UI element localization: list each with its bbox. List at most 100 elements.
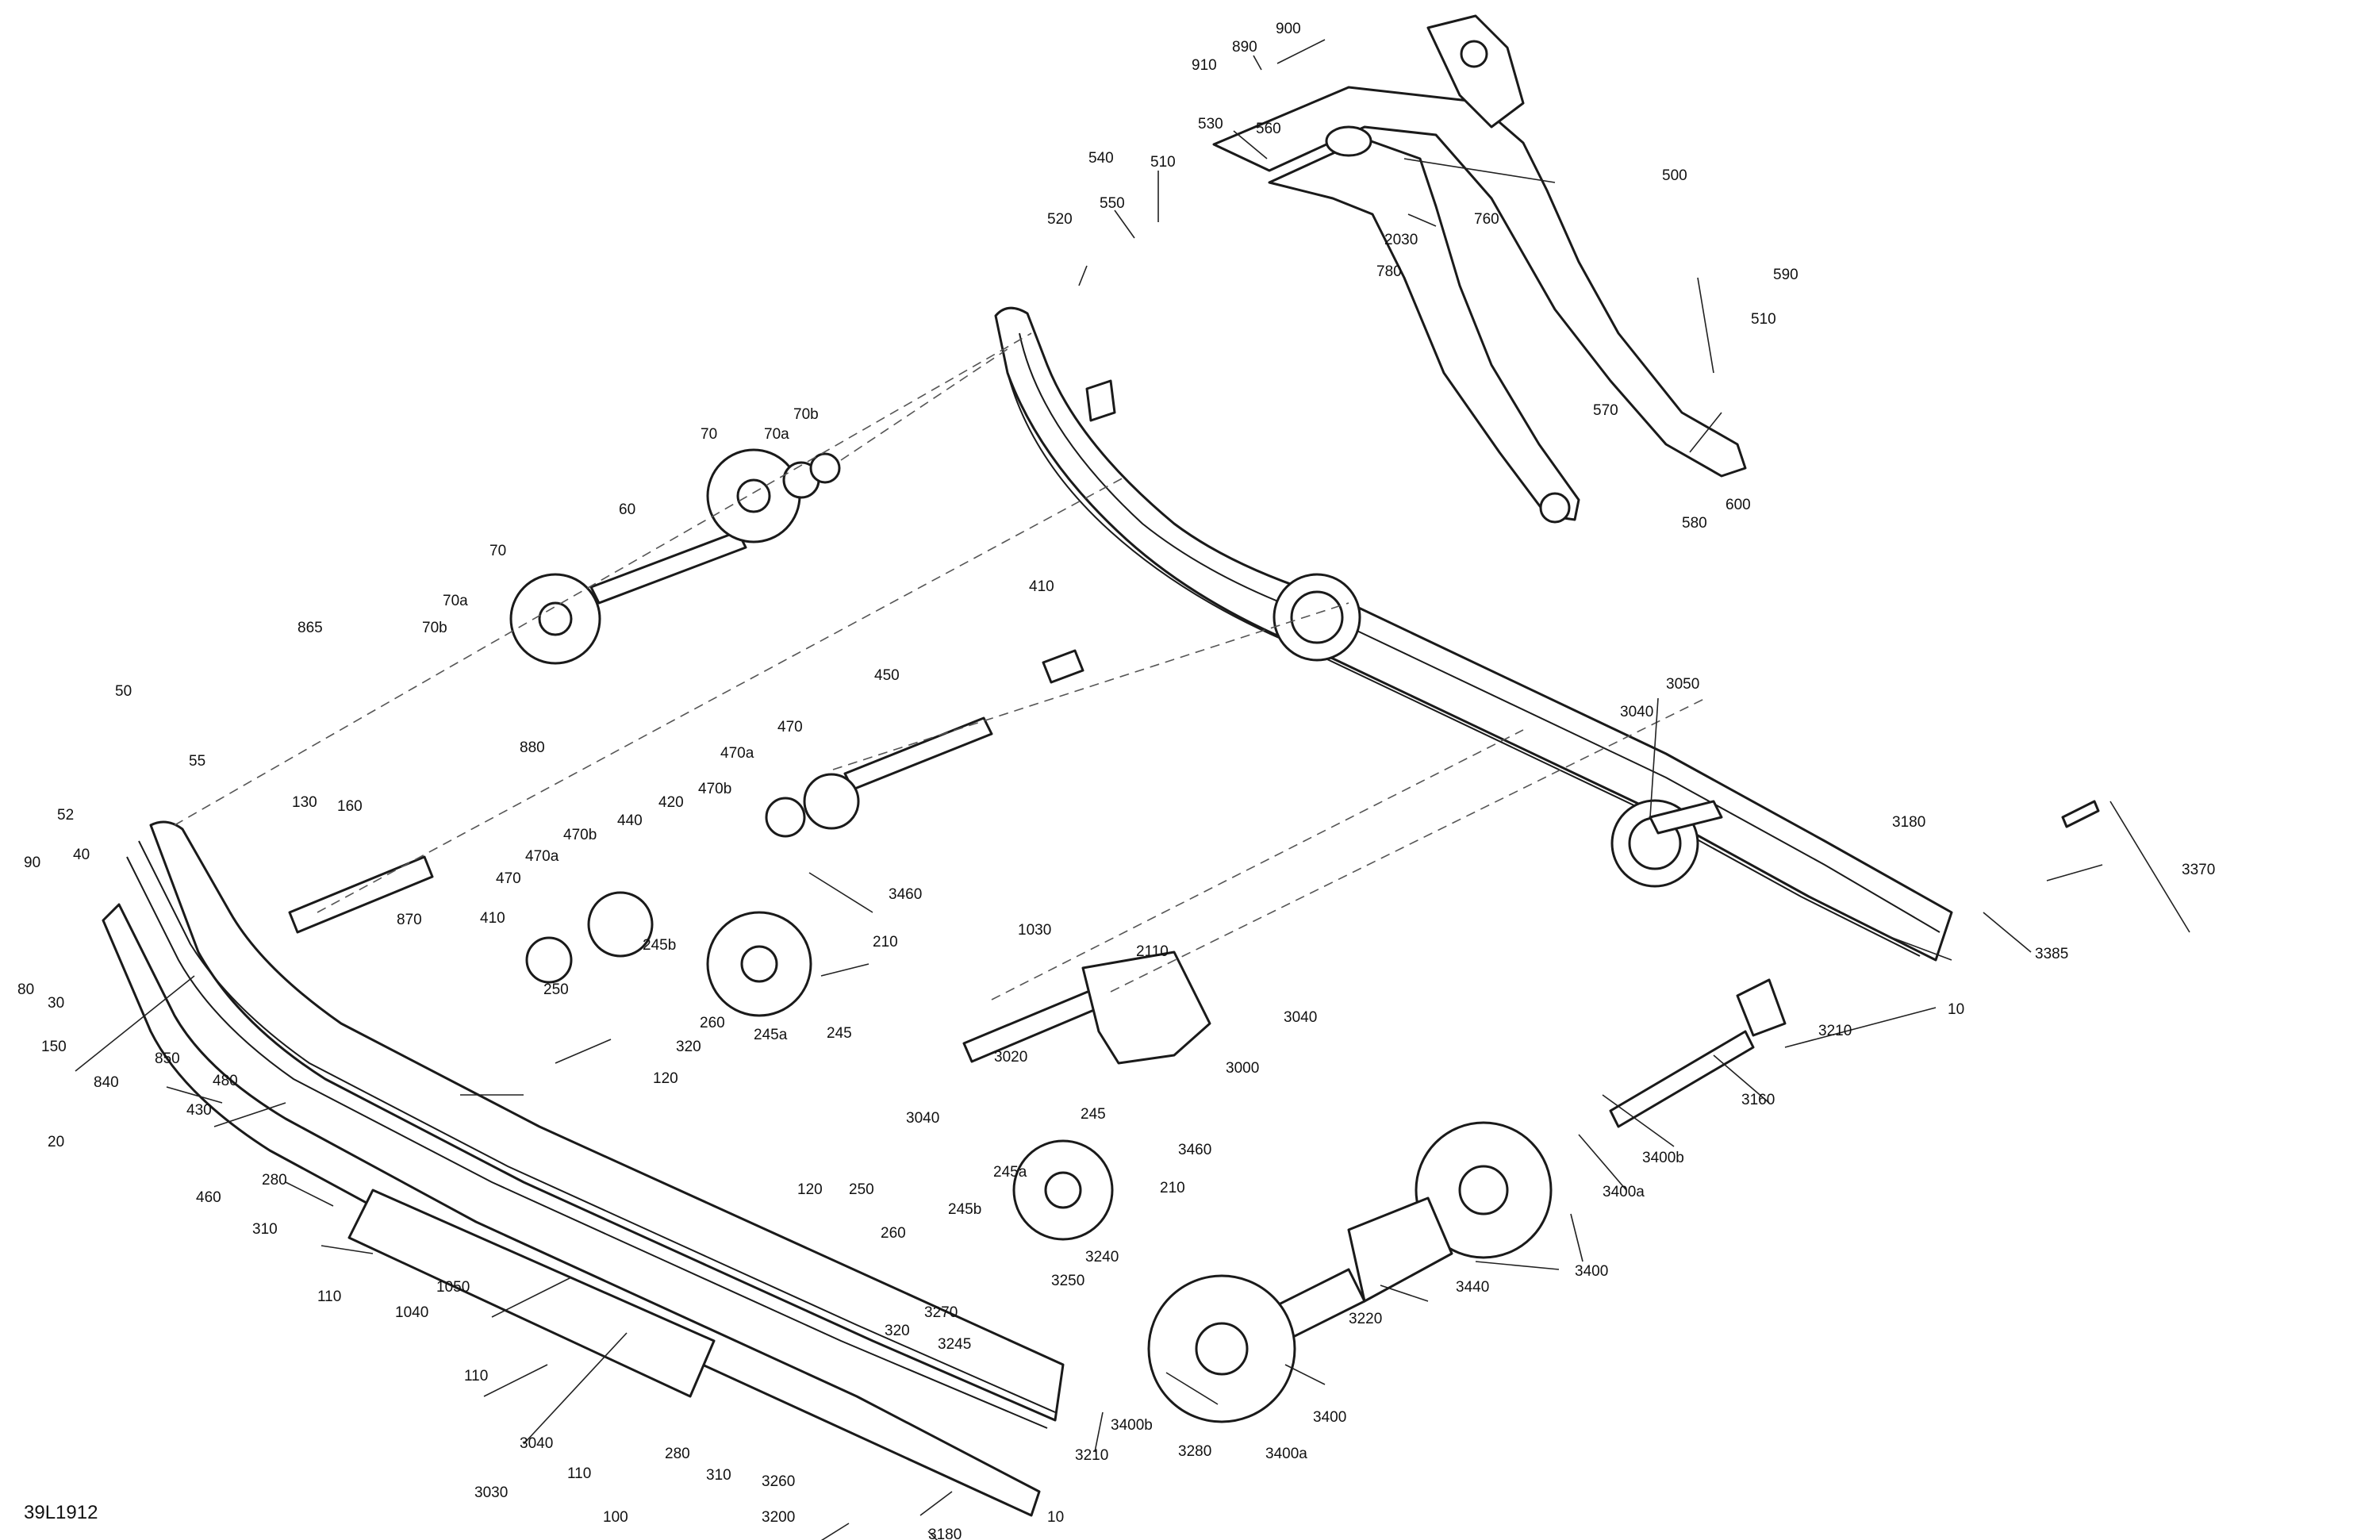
item-label-3385: 3385 <box>2035 946 2068 962</box>
item-label-3280: 3280 <box>1178 1443 1211 1460</box>
item-label-3040: 3040 <box>906 1110 939 1127</box>
item-label-3245: 3245 <box>938 1336 971 1353</box>
item-label-3180: 3180 <box>1892 814 1925 831</box>
item-labels: 900 910 890 530 560 540 510 550 520 2030… <box>17 21 2215 1540</box>
item-label-780: 780 <box>1376 263 1402 280</box>
item-label-310: 310 <box>252 1221 278 1238</box>
item-label-450: 450 <box>874 667 900 684</box>
item-label-3220: 3220 <box>1349 1311 1382 1327</box>
item-label-3400: 3400 <box>1575 1263 1608 1280</box>
item-label-880: 880 <box>520 739 545 756</box>
item-label-245: 245 <box>1081 1106 1106 1123</box>
item-label-110: 110 <box>567 1465 591 1482</box>
item-label-245a: 245a <box>993 1164 1027 1181</box>
item-label-510: 510 <box>1150 154 1176 171</box>
item-label-80: 80 <box>17 981 34 998</box>
item-label-70: 70 <box>701 426 717 443</box>
item-label-3370: 3370 <box>2182 862 2215 878</box>
item-label-420: 420 <box>658 794 684 811</box>
item-label-560: 560 <box>1256 121 1281 137</box>
item-label-3160: 3160 <box>1741 1092 1775 1108</box>
item-label-910: 910 <box>1192 57 1217 74</box>
item-label-470b: 470b <box>563 827 597 843</box>
rear-arm-assembly <box>1212 14 1747 524</box>
item-label-3250: 3250 <box>1051 1273 1084 1289</box>
item-label-470a: 470a <box>525 848 559 865</box>
item-label-900: 900 <box>1276 21 1301 37</box>
item-label-245: 245 <box>827 1025 852 1042</box>
item-label-2030: 2030 <box>1384 232 1418 248</box>
item-label-210: 210 <box>873 934 898 950</box>
item-label-60: 60 <box>619 501 635 518</box>
item-label-10: 10 <box>1047 1509 1064 1526</box>
item-label-245b: 245b <box>643 937 676 954</box>
item-label-870: 870 <box>397 912 422 928</box>
item-label-160: 160 <box>337 798 363 815</box>
item-label-1050: 1050 <box>436 1279 470 1296</box>
item-label-120: 120 <box>653 1070 678 1087</box>
item-label-3200: 3200 <box>762 1509 795 1526</box>
item-label-3270: 3270 <box>924 1304 958 1321</box>
item-label-510: 510 <box>1751 311 1776 328</box>
item-label-10: 10 <box>1948 1001 1964 1018</box>
item-label-3440: 3440 <box>1456 1279 1489 1296</box>
item-label-3030: 3030 <box>474 1484 508 1501</box>
item-label-430: 430 <box>186 1102 212 1119</box>
item-label-280: 280 <box>262 1172 287 1189</box>
item-label-550: 550 <box>1100 195 1125 212</box>
item-label-3400b: 3400b <box>1642 1150 1684 1166</box>
item-label-520: 520 <box>1047 211 1073 228</box>
item-label-52: 52 <box>57 807 74 824</box>
item-label-110: 110 <box>317 1288 341 1305</box>
rail-lower-left <box>102 820 1065 1517</box>
item-label-70b: 70b <box>422 620 447 636</box>
item-label-470b: 470b <box>698 781 731 797</box>
item-label-865: 865 <box>298 620 323 636</box>
item-label-3040: 3040 <box>520 1435 553 1452</box>
item-label-3460: 3460 <box>1178 1142 1211 1158</box>
item-label-3400a: 3400a <box>1265 1446 1307 1462</box>
item-label-3040: 3040 <box>1284 1009 1317 1026</box>
item-label-1040: 1040 <box>395 1304 428 1321</box>
item-label-540: 540 <box>1088 150 1114 167</box>
item-label-250: 250 <box>543 981 569 998</box>
item-label-260: 260 <box>881 1225 906 1242</box>
item-label-70a: 70a <box>764 426 789 443</box>
item-label-3210: 3210 <box>1075 1447 1108 1464</box>
item-label-470: 470 <box>777 719 803 735</box>
item-label-50: 50 <box>115 683 132 700</box>
item-label-570: 570 <box>1593 402 1618 419</box>
alignment-lines <box>174 332 1706 1000</box>
item-label-3240: 3240 <box>1085 1249 1119 1265</box>
item-label-3260: 3260 <box>762 1473 795 1490</box>
item-label-530: 530 <box>1198 116 1223 132</box>
item-label-130: 130 <box>292 794 317 811</box>
item-label-100: 100 <box>603 1509 628 1526</box>
item-label-260: 260 <box>700 1015 725 1031</box>
item-label-210: 210 <box>1160 1180 1185 1196</box>
item-label-760: 760 <box>1474 211 1499 228</box>
item-label-250: 250 <box>849 1181 874 1198</box>
item-label-70a: 70a <box>443 593 468 609</box>
item-label-90: 90 <box>24 854 40 871</box>
item-label-20: 20 <box>48 1134 64 1150</box>
item-label-840: 840 <box>94 1074 119 1091</box>
item-label-3020: 3020 <box>994 1049 1027 1066</box>
item-label-70: 70 <box>489 543 506 559</box>
item-label-150: 150 <box>41 1039 67 1055</box>
item-label-3400a: 3400a <box>1603 1184 1645 1200</box>
item-label-470: 470 <box>496 870 521 887</box>
item-label-3210: 3210 <box>1818 1023 1852 1039</box>
item-label-410: 410 <box>1029 578 1054 595</box>
leader-lines <box>75 39 2190 1540</box>
item-label-590: 590 <box>1773 267 1798 283</box>
item-label-1030: 1030 <box>1018 922 1051 939</box>
diagram-code: 39L1912 <box>24 1502 98 1523</box>
shafts-and-wheels <box>288 448 2100 1423</box>
item-label-245b: 245b <box>948 1201 981 1218</box>
item-label-2110: 2110 <box>1136 943 1169 960</box>
item-label-320: 320 <box>676 1039 701 1055</box>
item-label-110: 110 <box>464 1368 488 1384</box>
